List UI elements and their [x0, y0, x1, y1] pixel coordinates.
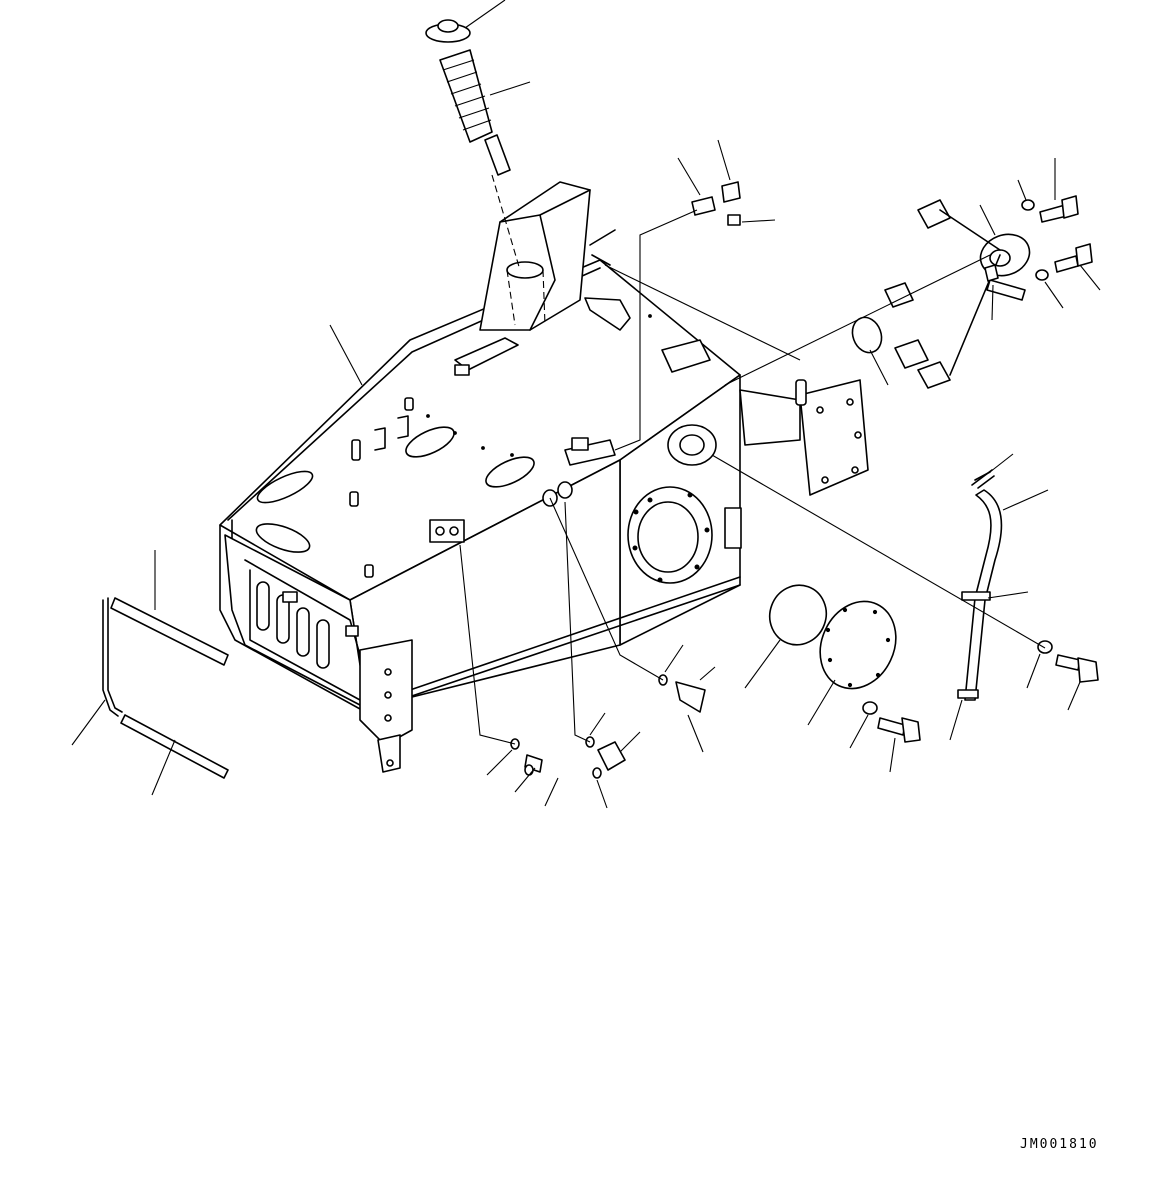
filler-cap-and-strainer [425, 19, 521, 271]
top-brackets [429, 297, 711, 543]
hose-bolt [1037, 640, 1099, 683]
gauge-hose [957, 469, 1003, 701]
inspection-opening [627, 486, 742, 584]
level-switch-assembly [851, 199, 1031, 389]
vent-fittings [691, 181, 741, 226]
top-studs [349, 314, 652, 578]
round-cover [819, 600, 897, 690]
callout-leaders [71, 0, 1101, 809]
flange-bolts [1021, 195, 1093, 281]
drain-fittings [510, 674, 706, 779]
cover-bolt [862, 701, 921, 743]
gasket-strips [102, 597, 229, 779]
assembly-center-lines [459, 209, 1046, 745]
drawing-number: JM001810 [1020, 1137, 1099, 1152]
oval-cover-plates [255, 426, 535, 553]
end-frame [224, 534, 413, 773]
filler-neck-housing [479, 181, 616, 331]
sight-port [667, 424, 717, 466]
right-mounting-plate [739, 379, 869, 496]
round-gasket [768, 584, 828, 646]
